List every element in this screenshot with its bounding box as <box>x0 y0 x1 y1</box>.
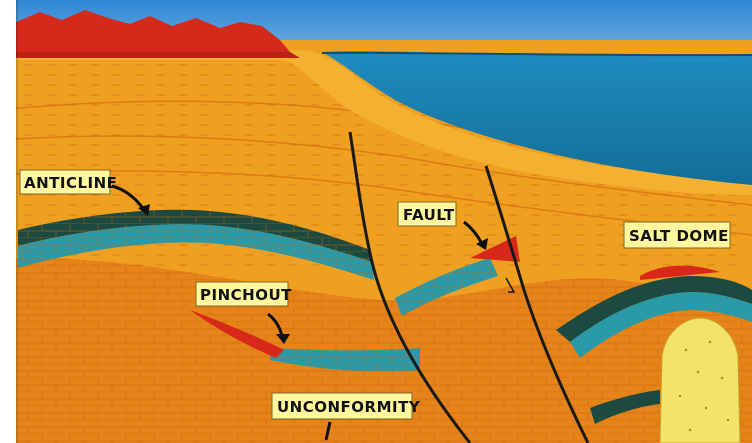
anticline-label-text: ANTICLINE <box>24 174 117 192</box>
mountain-base <box>16 52 300 58</box>
label-anticline: ANTICLINE <box>20 170 117 194</box>
label-salt-dome: SALT DOME <box>624 222 730 248</box>
fault-label-text: FAULT <box>403 206 455 224</box>
left-border-line <box>16 0 18 443</box>
label-unconformity: UNCONFORMITY <box>272 393 421 419</box>
salt-dome <box>660 318 740 443</box>
left-border <box>0 0 16 443</box>
pinchout-label-text: PINCHOUT <box>200 286 292 304</box>
label-pinchout: PINCHOUT <box>196 282 292 306</box>
salt-dome-label-text: SALT DOME <box>629 227 729 245</box>
label-fault: FAULT <box>398 202 456 226</box>
unconformity-label-text: UNCONFORMITY <box>277 398 421 416</box>
